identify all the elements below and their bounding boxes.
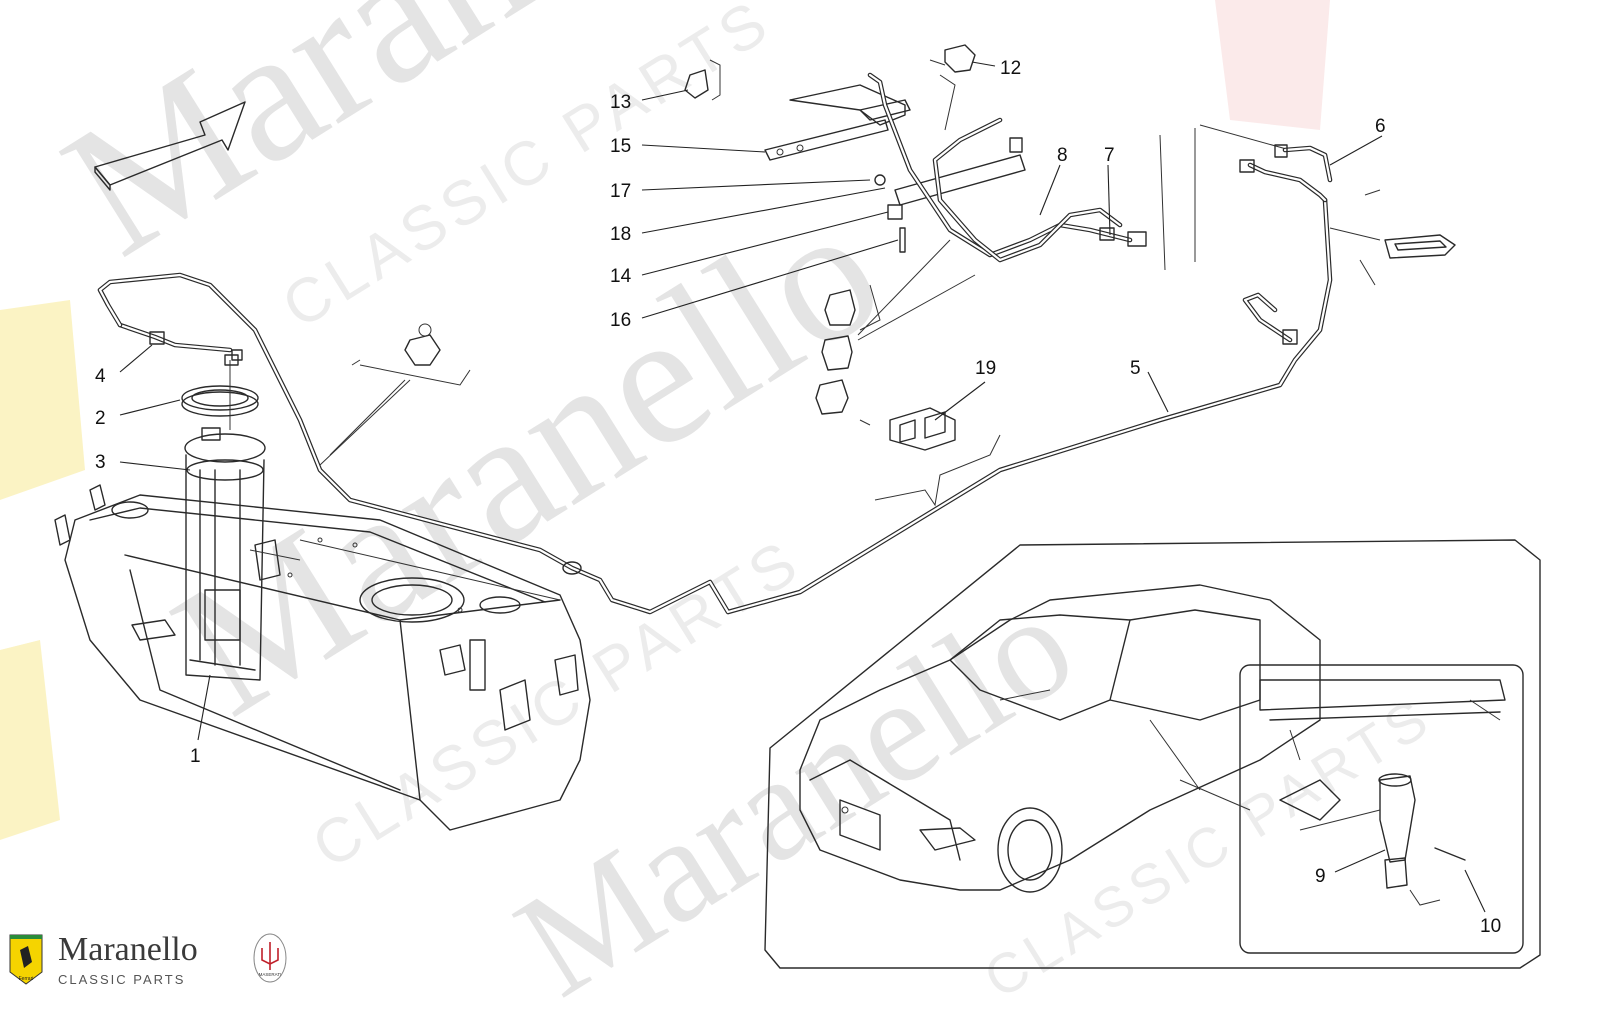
callout-2: 2: [95, 408, 106, 429]
detail-inset: [1179, 664, 1524, 954]
car-inset: [764, 539, 1541, 969]
ferrari-badge-text: Ferrari: [19, 976, 34, 982]
pipe-clip-detail: [319, 323, 471, 466]
tank-filler-neck: [359, 577, 465, 623]
callout-15: 15: [610, 136, 631, 157]
direction-arrow-icon: [94, 101, 246, 191]
callout-1: 1: [190, 746, 201, 767]
callout-18: 18: [610, 224, 631, 245]
callout-5: 5: [1130, 358, 1141, 379]
fuel-tank: [54, 484, 591, 831]
watermark-text-middle: Maranello: [141, 164, 914, 756]
brand-name: Maranello: [58, 931, 198, 968]
callout-7: 7: [1104, 145, 1115, 166]
fuel-line-connector-4: [117, 322, 243, 361]
callout-17: 17: [610, 181, 631, 202]
maserati-trident-icon: MASERATI: [253, 933, 287, 983]
brand-logo: Ferrari Maranello CLASSIC PARTS MASERATI: [9, 931, 287, 987]
callout-13: 13: [610, 92, 631, 113]
connector-6: [1239, 144, 1456, 286]
ferrari-shield-icon: Ferrari: [9, 934, 43, 985]
maserati-badge-text: MASERATI: [259, 972, 282, 977]
car-body: [799, 584, 1321, 893]
callout-3: 3: [95, 452, 106, 473]
callout-6: 6: [1375, 116, 1386, 137]
fuel-rail-assembly: [684, 44, 1291, 271]
fuel-pipe-5: [97, 197, 1333, 615]
callout-14: 14: [610, 266, 632, 287]
callouts: 4 2 3 1 5 6 7 8 9 10 12 13 15 17 18 14 1…: [95, 58, 1501, 937]
callout-9: 9: [1315, 866, 1326, 887]
watermark-trident-icon: [1215, 0, 1330, 130]
pump-locking-ring: [181, 385, 259, 411]
callout-4: 4: [95, 366, 106, 387]
leader-lines: [119, 61, 1486, 913]
watermark: Maranello Maranello Maranello CLASSIC PA…: [0, 0, 1443, 1010]
bracket-19: [874, 407, 1001, 507]
pump-seal-ring: [186, 459, 264, 481]
callout-8: 8: [1057, 145, 1068, 166]
watermark-shield-icon: [0, 640, 60, 840]
callout-10: 10: [1480, 916, 1501, 937]
callout-12: 12: [1000, 58, 1021, 79]
brand-tagline: CLASSIC PARTS: [58, 972, 185, 987]
watermark-shield-icon: [0, 300, 85, 500]
callout-19: 19: [975, 358, 996, 379]
car-front-wheel: [997, 807, 1063, 893]
rail-clips: [815, 239, 976, 426]
callout-16: 16: [610, 310, 631, 331]
